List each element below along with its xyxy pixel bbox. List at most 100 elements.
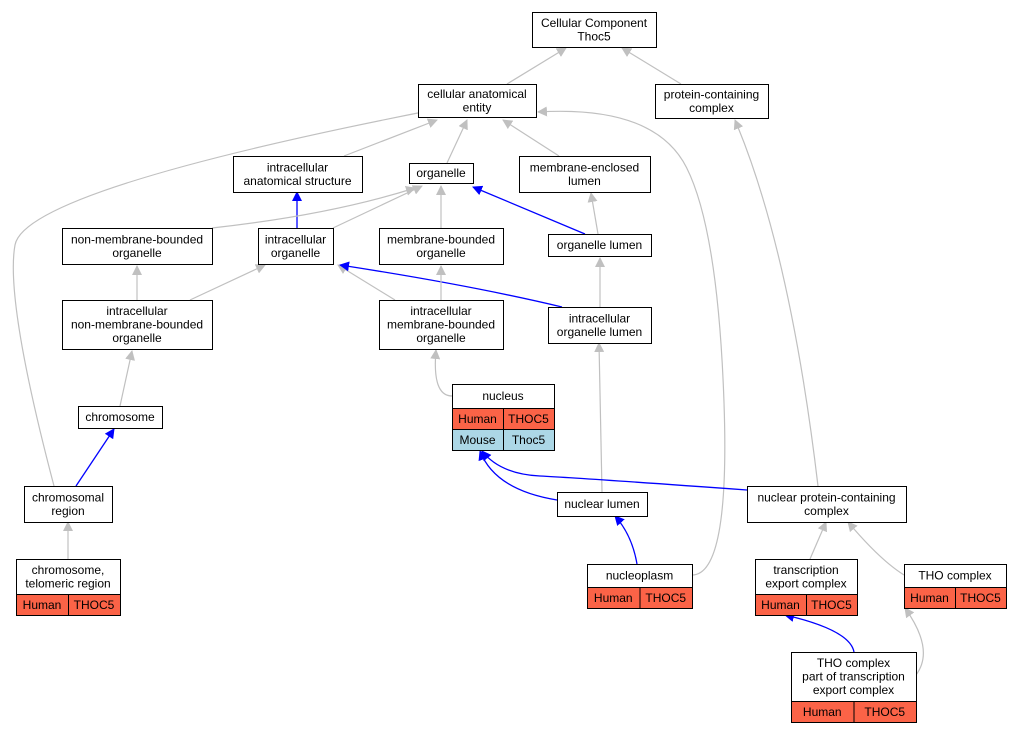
node-box bbox=[452, 384, 555, 409]
node-label-line: organelle bbox=[112, 246, 162, 260]
species-label: Human bbox=[761, 598, 800, 612]
node-organelle[interactable]: organelle bbox=[409, 163, 474, 184]
gene-label: THOC5 bbox=[508, 412, 549, 426]
node-label-line: intracellular bbox=[106, 304, 167, 318]
edge-cae-to-root bbox=[506, 47, 567, 85]
node-inmbo[interactable]: intracellularnon-membrane-boundedorganel… bbox=[62, 300, 213, 350]
gene-cell bbox=[955, 587, 1007, 609]
node-label-line: organelle lumen bbox=[557, 325, 642, 339]
species-label: Human bbox=[23, 598, 62, 612]
node-label-line: chromosome, bbox=[32, 563, 105, 577]
node-box bbox=[548, 307, 652, 344]
node-label-line: non-membrane-bounded bbox=[71, 318, 203, 332]
node-label-line: complex bbox=[689, 101, 734, 115]
edge-npcc-to-pcc bbox=[733, 119, 819, 487]
node-chromosome[interactable]: chromosome bbox=[78, 406, 163, 429]
edge-imbo-to-io bbox=[337, 264, 396, 301]
node-label-line: nucleoplasm bbox=[606, 569, 673, 583]
gene-cell bbox=[503, 429, 555, 451]
node-box bbox=[62, 300, 213, 350]
node-label-line: organelle bbox=[416, 331, 466, 345]
edge-nuclum-to-iol bbox=[594, 342, 605, 493]
node-box bbox=[16, 559, 121, 595]
node-label-line: non-membrane-bounded bbox=[71, 232, 203, 246]
edge-mel-to-cae bbox=[502, 119, 560, 157]
node-box bbox=[655, 84, 769, 119]
gene-cell bbox=[853, 701, 917, 723]
node-box bbox=[379, 228, 504, 265]
edge-chromreg-to-cae bbox=[12, 106, 434, 487]
node-label-line: transcription bbox=[773, 563, 838, 577]
edge-io-to-organelle bbox=[332, 185, 423, 229]
node-label-line: intracellular bbox=[265, 232, 326, 246]
gene-label: THOC5 bbox=[960, 591, 1001, 605]
node-label-line: organelle bbox=[416, 166, 466, 180]
node-label-line: region bbox=[51, 504, 84, 518]
edge-thotrex-to-tec bbox=[784, 612, 855, 653]
gene-label: THOC5 bbox=[864, 705, 905, 719]
node-box bbox=[379, 300, 504, 350]
species-label: Human bbox=[458, 412, 497, 426]
edge-nucleoplasm-to-nuclum bbox=[614, 515, 638, 565]
node-label-line: complex bbox=[804, 504, 849, 518]
node-label-line: anatomical structure bbox=[243, 174, 351, 188]
node-label-line: membrane-enclosed bbox=[530, 160, 639, 174]
gene-cell bbox=[639, 587, 693, 609]
node-box bbox=[78, 406, 163, 429]
node-box bbox=[24, 486, 113, 523]
node-label-line: part of transcription bbox=[802, 670, 905, 684]
edge-iol-to-io bbox=[339, 261, 563, 308]
node-label-line: THO complex bbox=[817, 656, 890, 670]
node-label-line: cellular anatomical bbox=[427, 87, 526, 101]
edge-chromosome-to-inmbo bbox=[119, 350, 135, 407]
node-box bbox=[409, 163, 474, 184]
node-label-line: organelle bbox=[271, 246, 321, 260]
edge-pcc-to-root bbox=[621, 47, 682, 85]
node-box bbox=[233, 156, 363, 193]
edge-ol-to-mel bbox=[587, 192, 599, 235]
edge-nucleoplasm-to-cae bbox=[537, 106, 726, 576]
species-label: Human bbox=[803, 705, 842, 719]
gene-label: THOC5 bbox=[74, 598, 115, 612]
node-nuclum[interactable]: nuclear lumen bbox=[557, 492, 648, 517]
edge-nucleus-to-imbo bbox=[430, 349, 453, 397]
node-box bbox=[519, 156, 651, 193]
edge-thotrex-to-tho bbox=[904, 607, 924, 676]
node-box bbox=[755, 559, 858, 595]
node-label-line: membrane-bounded bbox=[387, 318, 495, 332]
node-ol[interactable]: organelle lumen bbox=[548, 234, 652, 257]
species-label: Human bbox=[910, 591, 949, 605]
node-label-line: lumen bbox=[568, 174, 601, 188]
node-label-line: nuclear lumen bbox=[564, 497, 639, 511]
node-label-line: telomeric region bbox=[25, 576, 110, 590]
edge-tec-to-npcc bbox=[809, 521, 828, 560]
gene-label: THOC5 bbox=[645, 591, 686, 605]
node-label-line: organelle bbox=[112, 331, 162, 345]
node-label-line: THO complex bbox=[918, 569, 991, 583]
node-box bbox=[418, 84, 537, 118]
gene-cell bbox=[68, 594, 121, 616]
node-label-line: Thoc5 bbox=[577, 29, 611, 43]
node-label-line: entity bbox=[463, 100, 492, 114]
node-box bbox=[548, 234, 652, 257]
